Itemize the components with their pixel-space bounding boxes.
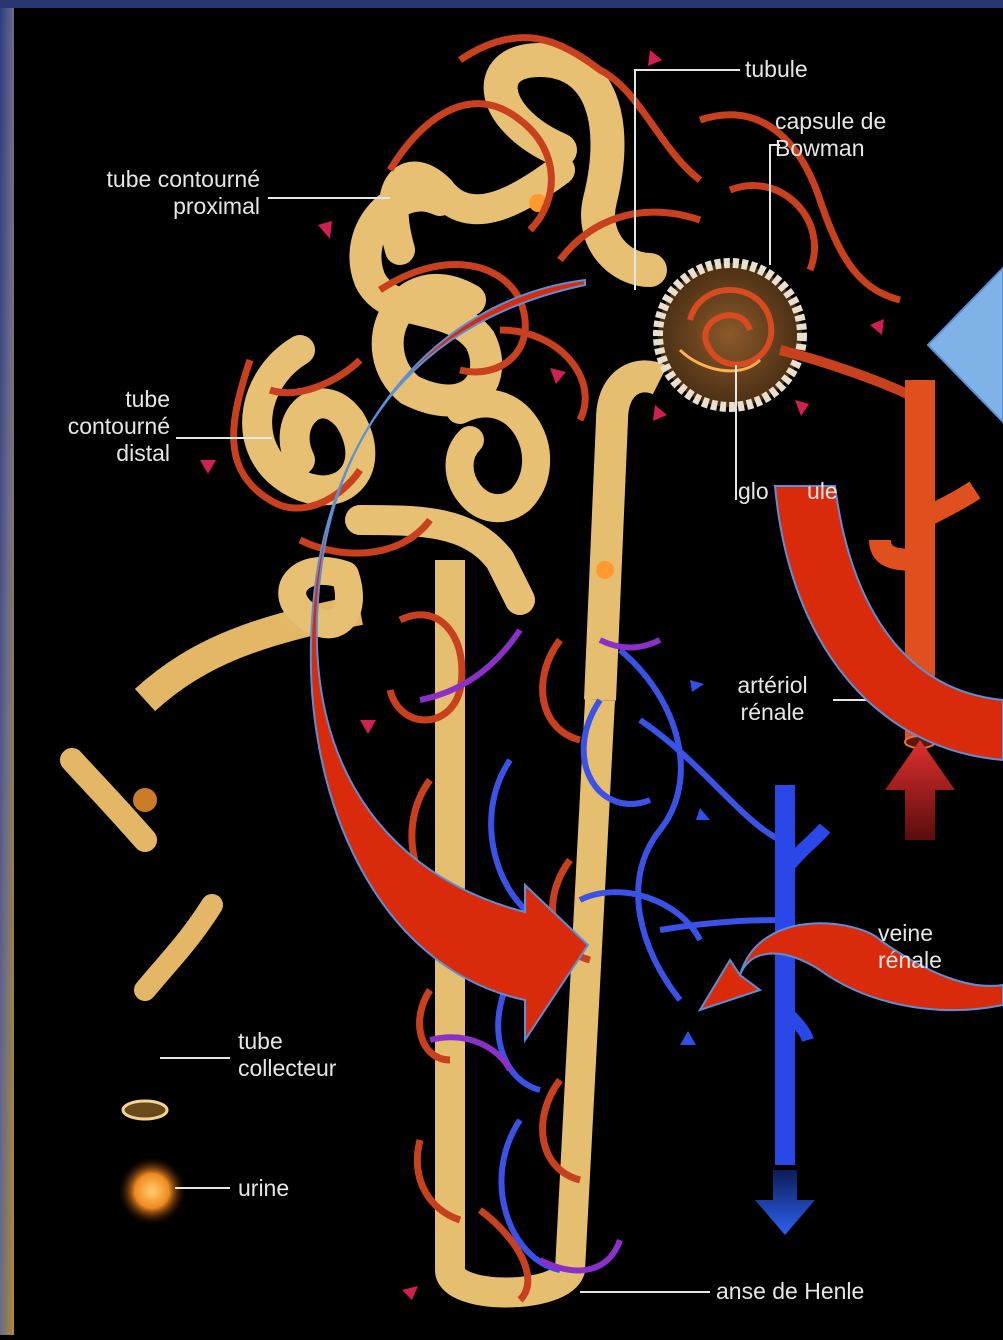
label-collecting-duct: tube collecteur: [238, 1028, 336, 1082]
label-renal-vein: veine rénale: [878, 920, 942, 974]
label-renal-arteriole: artériol rénale: [715, 672, 830, 726]
curved-arrow: [700, 923, 1003, 1010]
flow-arrow-up: [885, 740, 955, 840]
label-urine: urine: [238, 1175, 289, 1202]
bowman-capsule: [658, 263, 802, 407]
frame-top: [0, 0, 1003, 8]
urine-droplet: [118, 1157, 186, 1225]
label-loop-of-henle: anse de Henle: [716, 1278, 864, 1305]
frame-left: [0, 0, 14, 1335]
label-distal-tubule: tube contourné distal: [10, 386, 170, 467]
pointer-triangle: [928, 268, 1003, 422]
flow-arrow-down: [755, 1170, 815, 1235]
label-proximal-tubule: tube contourné proximal: [20, 166, 260, 220]
renal-vein: [785, 785, 825, 1165]
label-tubule: tubule: [745, 56, 808, 83]
label-capsule-bowman: capsule de Bowman: [775, 108, 886, 162]
label-glomerule: glo ule: [738, 478, 838, 505]
